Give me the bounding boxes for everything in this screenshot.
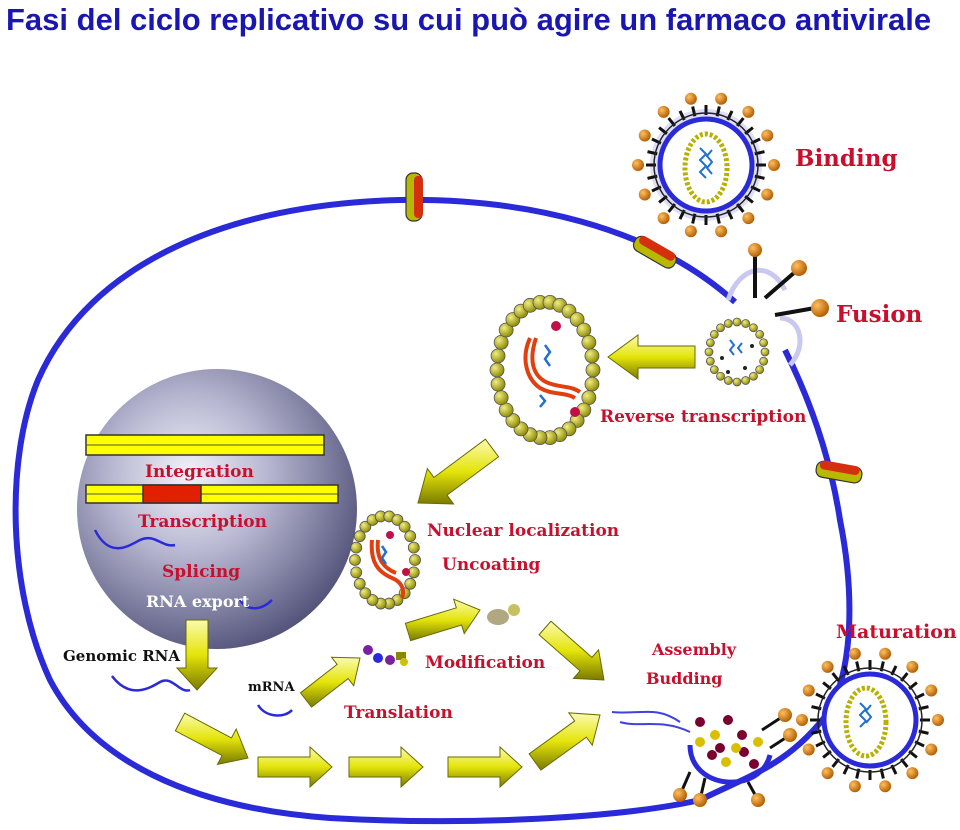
virion-binding	[632, 92, 780, 238]
label-nuclear-localization: Nuclear localization	[427, 521, 619, 541]
label-genomic-rna: Genomic RNA	[63, 647, 180, 665]
label-assembly: Assembly	[651, 640, 737, 659]
label-uncoating: Uncoating	[442, 555, 541, 575]
transcript-rna-strand	[93, 529, 176, 550]
virion-budding	[673, 708, 797, 807]
membrane-receptor-right	[815, 460, 863, 484]
mrna-strand	[256, 704, 293, 717]
capsid-nuclear-localization	[349, 510, 421, 610]
label-binding: Binding	[795, 145, 898, 172]
label-budding: Budding	[646, 669, 722, 688]
membrane-receptor-binding	[632, 235, 677, 269]
fusion-pocket	[704, 243, 829, 387]
label-reverse-transcription: Reverse transcription	[600, 407, 806, 427]
polyprotein	[363, 645, 408, 666]
label-rna-export: RNA export	[146, 592, 250, 611]
cell-membrane	[12, 196, 853, 825]
page-title: Fasi del ciclo replicativo su cui può ag…	[6, 2, 932, 37]
budding-rna-strand	[611, 710, 691, 733]
label-integration: Integration	[145, 462, 254, 482]
modified-protein	[487, 604, 520, 625]
label-mrna: mRNA	[248, 680, 295, 695]
provirus-segment	[142, 484, 202, 504]
virion-mature	[796, 647, 944, 793]
label-translation: Translation	[344, 703, 453, 723]
capsid-reverse-transcription	[489, 294, 601, 446]
process-arrows	[174, 334, 696, 789]
label-modification: Modification	[425, 653, 545, 673]
label-transcription: Transcription	[138, 512, 267, 532]
label-maturation: Maturation	[836, 621, 957, 643]
genomic-rna-strand	[111, 675, 191, 692]
label-fusion: Fusion	[836, 301, 923, 328]
label-splicing: Splicing	[162, 562, 240, 582]
membrane-receptor-top	[405, 172, 423, 222]
exported-rna-strand	[238, 599, 273, 610]
